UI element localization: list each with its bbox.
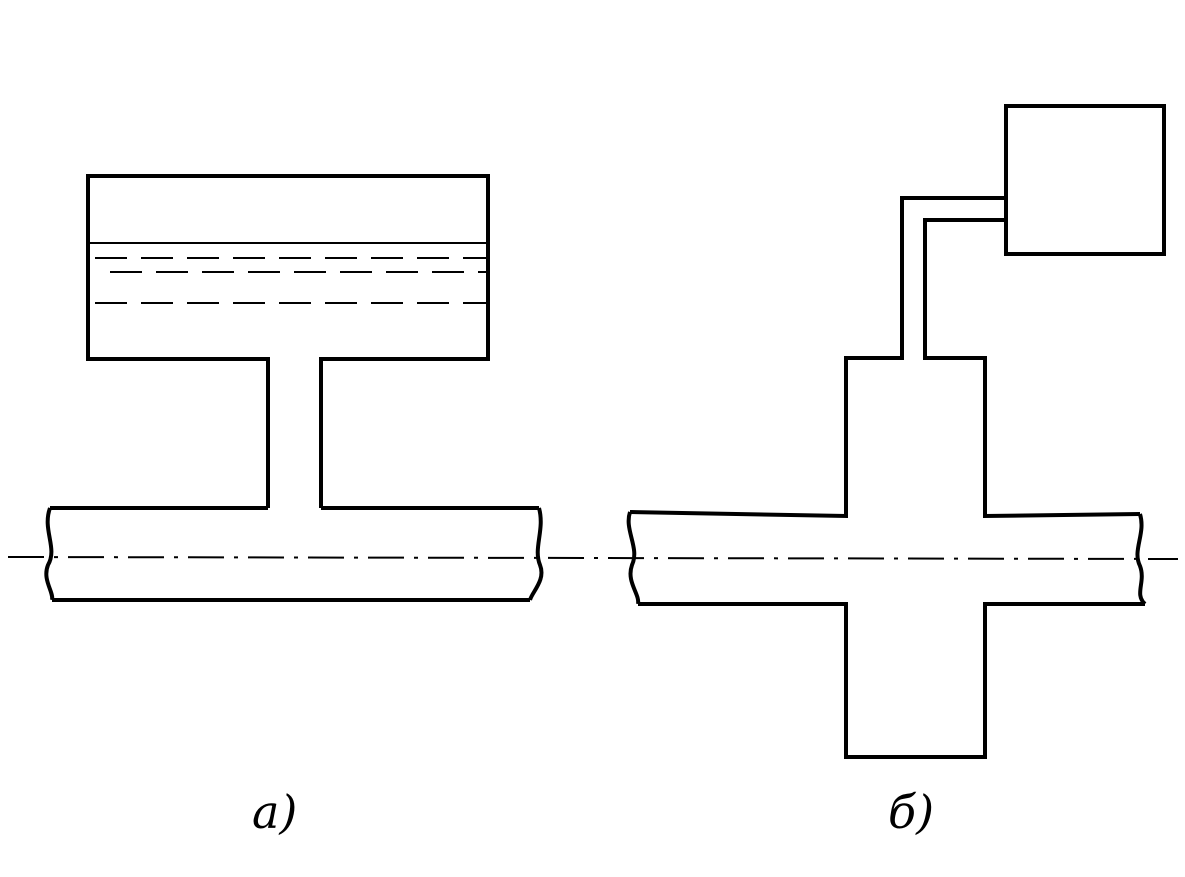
label-b: б) [888, 785, 934, 839]
pipe-a-right-break [528, 507, 544, 601]
pipe-axis-centerline [7, 556, 1179, 560]
cross-chamber-bottom [638, 602, 1145, 759]
connecting-tube-inner [923, 218, 1006, 358]
figure-b [626, 104, 1166, 759]
pipe-b-right-break [1135, 513, 1147, 606]
tank-a [86, 174, 490, 361]
cross-chamber-top [629, 356, 1141, 519]
connecting-tube-outer [900, 196, 1006, 358]
pipe-a-left-break [44, 507, 55, 601]
label-a: а) [252, 785, 297, 839]
figure-a [44, 174, 544, 602]
pipe-b-left-break [626, 511, 641, 605]
instrument-box [1004, 104, 1166, 256]
